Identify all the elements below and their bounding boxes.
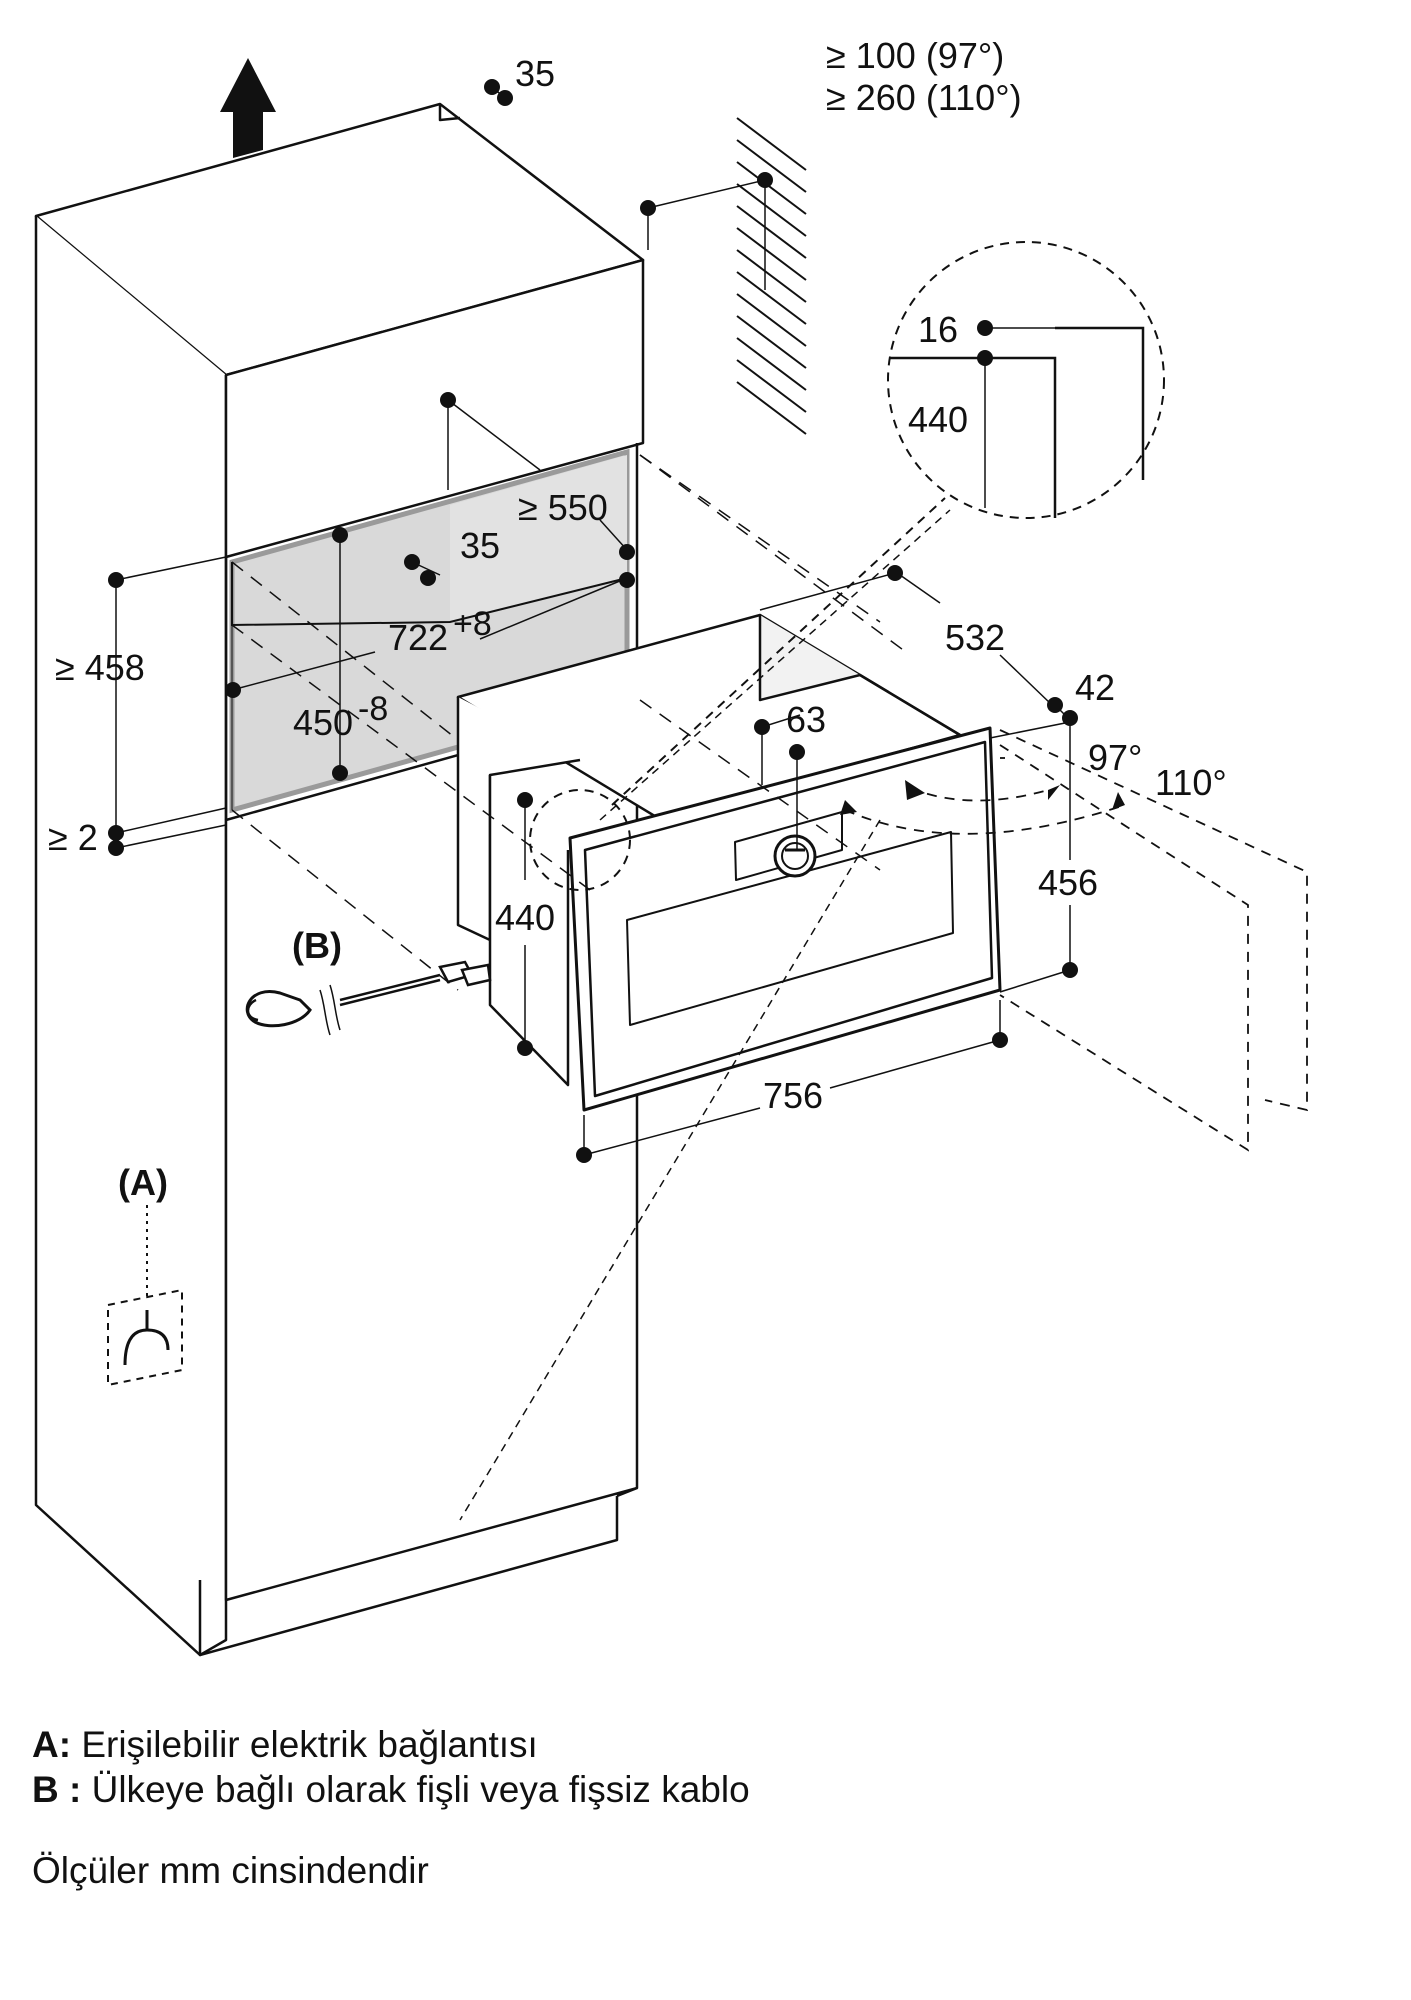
legend-key-b: B : [32,1769,82,1810]
legend-text-b: Ülkeye bağlı olarak fişli veya fişsiz ka… [91,1769,750,1810]
label-body-height: 440 [495,897,555,938]
label-top-gap: 35 [515,53,555,94]
label-door-angle-110: 110° [1155,762,1227,803]
label-handle-offset: 63 [786,699,826,740]
legend-row-b: B : Ülkeye bağlı olarak fişli veya fişsi… [32,1767,750,1812]
callout-b: (B) [292,925,342,966]
legend-text-a: Erişilebilir elektrik bağlantısı [81,1724,538,1765]
legend-row-a: A: Erişilebilir elektrik bağlantısı [32,1722,750,1767]
label-niche-height: 450 [293,702,353,743]
power-cable [245,960,492,1036]
label-front-width: 756 [763,1075,823,1116]
label-bottom-gap: ≥ 2 [48,817,98,858]
label-front-depth: 42 [1075,667,1115,708]
installation-diagram: 35 ≥ 100 (97°) ≥ 260 (110°) 16 440 ≥ 550… [34,35,1308,1657]
callout-a: (A) [118,1162,168,1203]
vent-hatching [736,117,807,435]
label-detail-gap: 16 [918,309,958,350]
appliance [456,613,1002,1112]
label-vent-clearance-110: ≥ 260 (110°) [826,77,1022,118]
units-note: Ölçüler mm cinsindendir [32,1850,429,1891]
dimension-lines [115,86,1071,1156]
door-swing [844,729,1308,1152]
label-niche-depth: ≥ 550 [518,487,608,528]
dimension-dots [108,79,1078,1163]
electrical-socket [107,1205,183,1387]
up-arrow-icon [220,58,276,158]
label-appliance-depth: 532 [945,617,1005,658]
legend-key-a: A: [32,1724,72,1765]
detail-circles [529,241,1165,891]
label-cabinet-min-height: ≥ 458 [55,647,145,688]
label-niche-back-gap: 35 [460,525,500,566]
label-vent-clearance-97: ≥ 100 (97°) [826,35,1004,76]
label-door-angle-97: 97° [1088,737,1142,778]
dimension-labels: 35 ≥ 100 (97°) ≥ 260 (110°) 16 440 ≥ 550… [48,35,1227,1203]
label-niche-width-tolerance: +8 [453,605,492,643]
detail-view-lines [890,326,1145,518]
door-angle-arrows [840,780,1125,815]
label-niche-height-tolerance: -8 [358,690,388,728]
label-detail-height: 440 [908,399,968,440]
label-front-height: 456 [1038,862,1098,903]
label-niche-width: 722 [388,617,448,658]
legend: A: Erişilebilir elektrik bağlantısı B : … [32,1722,750,1812]
